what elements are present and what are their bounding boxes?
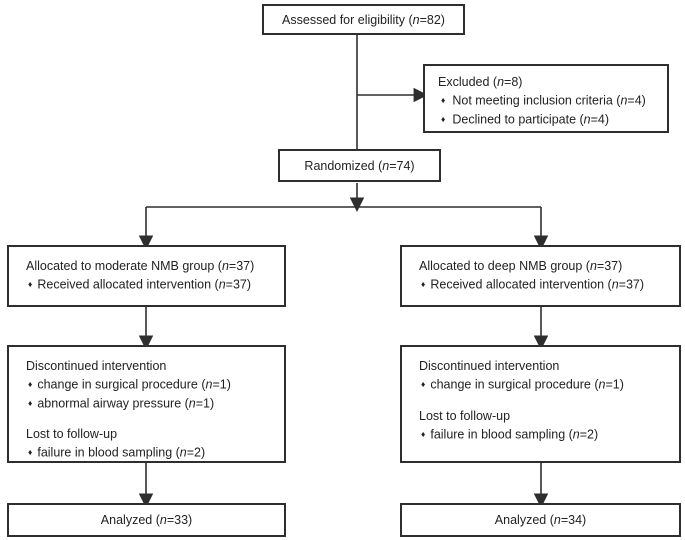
diamond-bullet-icon: ♦ bbox=[421, 279, 426, 289]
discontinued-item: ♦ change in surgical procedure (n=1) bbox=[419, 375, 673, 394]
assessed-eligibility-label: Assessed for eligibility (n=82) bbox=[282, 12, 445, 27]
analyzed-deep-box: Analyzed (n=34) bbox=[400, 503, 681, 537]
excluded-box: Excluded (n=8) ♦ Not meeting inclusion cr… bbox=[423, 64, 669, 133]
allocation-deep-item: ♦ Received allocated intervention (n=37) bbox=[419, 275, 673, 294]
diamond-bullet-icon: ♦ bbox=[28, 379, 33, 389]
lost-to-followup-item-label: failure in blood sampling (n=2) bbox=[37, 445, 206, 460]
diamond-bullet-icon: ♦ bbox=[421, 379, 426, 389]
allocation-deep-item-label: Received allocated intervention (n=37) bbox=[430, 277, 645, 292]
followup-moderate-box: Discontinued intervention ♦ change in sur… bbox=[7, 345, 286, 463]
assessed-eligibility-box: Assessed for eligibility (n=82) bbox=[262, 4, 465, 35]
analyzed-moderate-label: Analyzed (n=33) bbox=[100, 513, 193, 527]
excluded-item: ♦ Declined to participate (n=4) bbox=[438, 110, 661, 129]
discontinued-item: ♦ change in surgical procedure (n=1) bbox=[26, 375, 278, 394]
diamond-bullet-icon: ♦ bbox=[441, 113, 446, 124]
discontinued-title: Discontinued intervention bbox=[26, 359, 167, 373]
allocation-moderate-box: Allocated to moderate NMB group (n=37) ♦… bbox=[7, 245, 286, 307]
lost-to-followup-title: Lost to follow-up bbox=[26, 427, 118, 441]
diamond-bullet-icon: ♦ bbox=[421, 428, 426, 439]
allocation-moderate-item: ♦ Received allocated intervention (n=37) bbox=[26, 275, 278, 294]
discontinued-item-label: abnormal airway pressure (n=1) bbox=[37, 396, 215, 410]
randomized-box: Randomized (n=74) bbox=[278, 149, 441, 182]
excluded-item-label: Declined to participate (n=4) bbox=[452, 112, 610, 126]
allocation-moderate-item-label: Received allocated intervention (n=37) bbox=[37, 277, 252, 292]
excluded-item: ♦ Not meeting inclusion criteria (n=4) bbox=[438, 91, 661, 110]
diamond-bullet-icon: ♦ bbox=[28, 397, 33, 408]
blank-line bbox=[419, 394, 673, 407]
lost-to-followup-item-label: failure in blood sampling (n=2) bbox=[430, 427, 599, 441]
diamond-bullet-icon: ♦ bbox=[28, 447, 33, 457]
lost-to-followup-title: Lost to follow-up bbox=[419, 408, 511, 423]
diamond-bullet-icon: ♦ bbox=[28, 279, 33, 289]
analyzed-moderate-box: Analyzed (n=33) bbox=[7, 503, 286, 537]
excluded-title: Excluded (n=8) bbox=[438, 75, 523, 89]
discontinued-title: Discontinued intervention bbox=[419, 359, 560, 373]
excluded-item-label: Not meeting inclusion criteria (n=4) bbox=[452, 93, 646, 108]
discontinued-item-label: change in surgical procedure (n=1) bbox=[430, 377, 624, 392]
lost-to-followup-item: ♦ failure in blood sampling (n=2) bbox=[419, 425, 673, 444]
diamond-bullet-icon: ♦ bbox=[441, 95, 446, 105]
discontinued-item: ♦ abnormal airway pressure (n=1) bbox=[26, 394, 278, 413]
discontinued-item-label: change in surgical procedure (n=1) bbox=[37, 377, 231, 392]
allocation-deep-box: Allocated to deep NMB group (n=37) ♦ Rece… bbox=[400, 245, 681, 307]
lost-to-followup-item: ♦ failure in blood sampling (n=2) bbox=[26, 443, 278, 462]
randomized-label: Randomized (n=74) bbox=[304, 158, 415, 173]
blank-line bbox=[26, 412, 278, 425]
allocation-moderate-title: Allocated to moderate NMB group (n=37) bbox=[26, 259, 255, 273]
allocation-deep-title: Allocated to deep NMB group (n=37) bbox=[419, 259, 623, 273]
analyzed-deep-label: Analyzed (n=34) bbox=[494, 513, 587, 527]
followup-deep-box: Discontinued intervention ♦ change in sur… bbox=[400, 345, 681, 463]
